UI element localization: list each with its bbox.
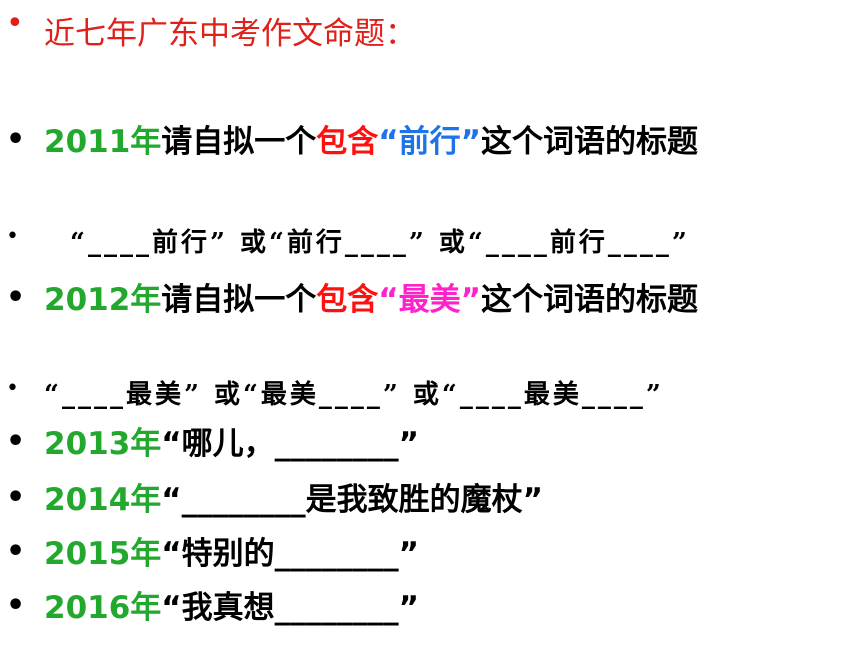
item-2016-text: 2016年“我真想________” [44,586,419,630]
essay-topic: “我真想________” [161,590,420,626]
item-2012: • 2012年请自拟一个包含“最美”这个词语的标题 [0,276,860,366]
item-2011: • 2011年请自拟一个包含“前行”这个词语的标题 [0,118,860,208]
year-label: 2015年 [44,536,162,572]
bullet-icon: • [6,480,26,515]
item-2015-text: 2015年“特别的________” [44,532,419,576]
bullet-icon: • [6,424,26,459]
slide-title-row: • 近七年广东中考作文命题： [0,4,860,52]
bullet-icon: • [6,588,26,623]
bullet-icon: • [6,224,19,249]
item-2015: • 2015年“特别的________” [0,530,860,580]
prompt-emphasis: 包含 [316,282,379,318]
year-label: 2011年 [44,124,162,160]
essay-topic: “________是我致胜的魔杖” [161,482,544,518]
year-label: 2012年 [44,282,162,318]
item-2014-text: 2014年“________是我致胜的魔杖” [44,478,543,522]
prompt-keyword: “最美” [378,282,482,318]
prompt-tail: 这个词语的标题 [481,124,699,160]
item-2011-text: 2011年请自拟一个包含“前行”这个词语的标题 [44,120,844,164]
item-2012-blanks: • “____最美” 或“最美____” 或“____最美____” [0,370,860,414]
bullet-icon: • [6,122,26,157]
prompt-lead: 请自拟一个 [161,282,317,318]
year-label: 2016年 [44,590,162,626]
essay-topic: “哪儿，________” [161,426,420,462]
bullet-icon: • [6,280,26,315]
prompt-tail: 这个词语的标题 [481,282,699,318]
prompt-lead: 请自拟一个 [161,124,317,160]
essay-topic: “特别的________” [161,536,420,572]
bullet-icon: • [6,376,19,401]
year-label: 2013年 [44,426,162,462]
blank-patterns: “____前行” 或“前行____” 或“____前行____” [70,228,690,258]
prompt-emphasis: 包含 [316,124,379,160]
slide-title: 近七年广东中考作文命题： [44,16,416,52]
item-2016: • 2016年“我真想________” [0,584,860,634]
blank-patterns: “____最美” 或“最美____” 或“____最美____” [44,380,664,410]
item-2012-text: 2012年请自拟一个包含“最美”这个词语的标题 [44,278,844,322]
bullet-icon: • [6,534,26,569]
item-2014: • 2014年“________是我致胜的魔杖” [0,476,860,526]
prompt-keyword: “前行” [378,124,482,160]
item-2013-text: 2013年“哪儿，________” [44,422,419,466]
year-label: 2014年 [44,482,162,518]
item-2011-blanks: • “____前行” 或“前行____” 或“____前行____” [0,218,860,262]
item-2013: • 2013年“哪儿，________” [0,420,860,470]
bullet-icon: • [6,6,24,41]
